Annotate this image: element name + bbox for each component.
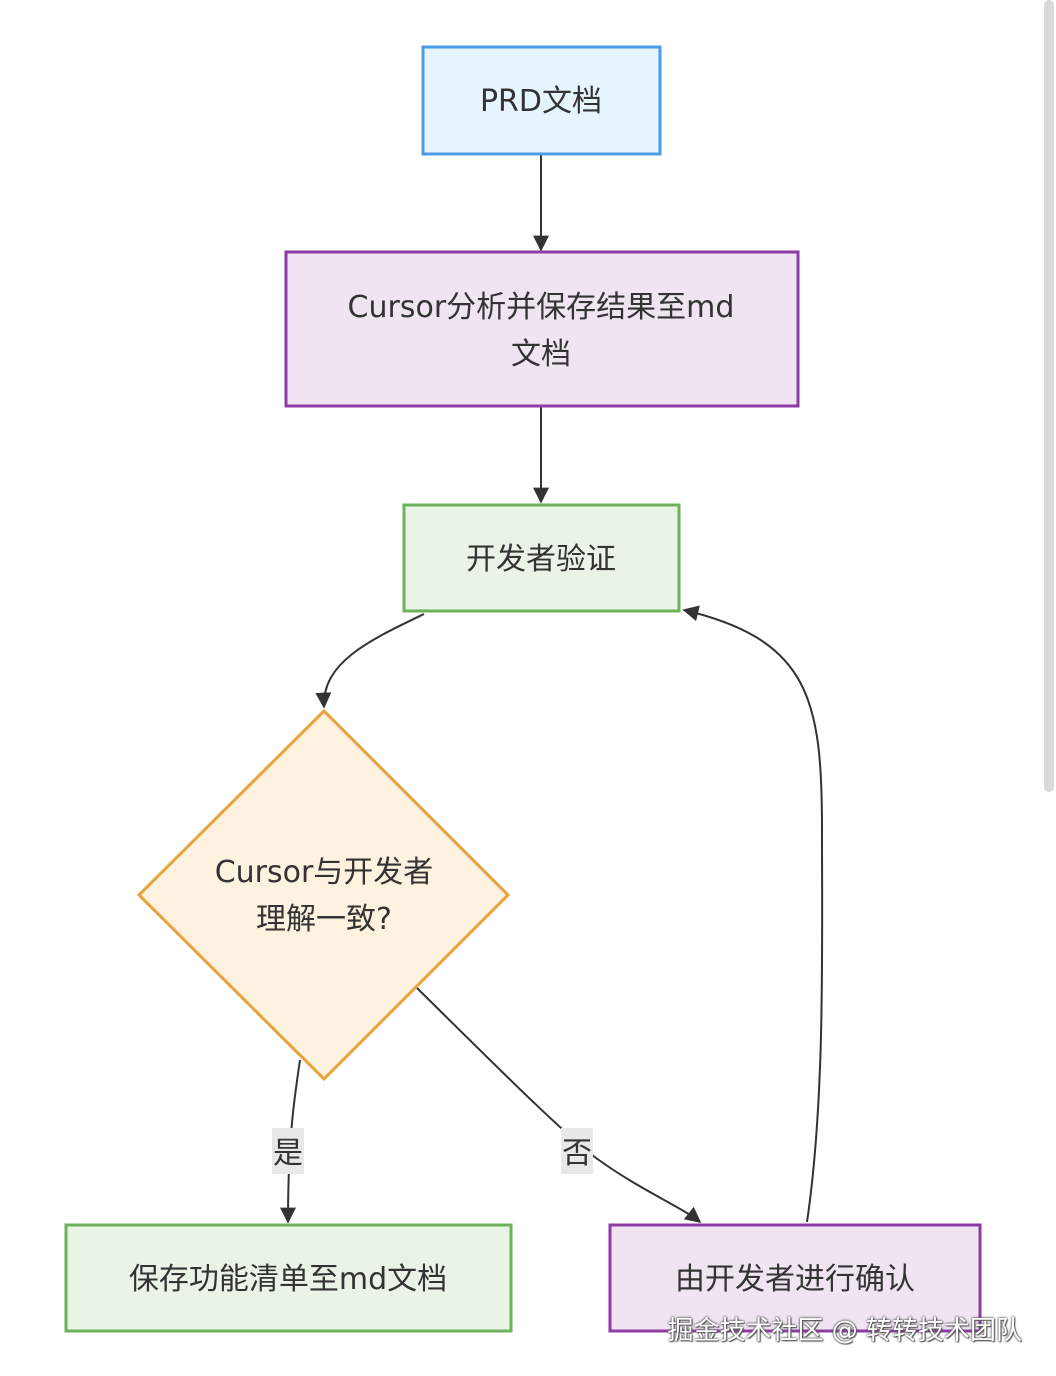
edge-label-no: 否: [561, 1128, 593, 1174]
edge-label-yes: 是: [272, 1128, 304, 1174]
node-developer-confirm-label: 由开发者进行确认: [675, 1262, 915, 1297]
node-cursor-analyze-line2: 文档: [511, 337, 571, 372]
node-decision: Cursor与开发者 理解一致?: [136, 708, 511, 1082]
watermark: 掘金技术社区 @ 转转技术团队: [667, 1316, 1022, 1346]
scrollbar-thumb[interactable]: [1044, 0, 1054, 792]
node-decision-line1: Cursor与开发者: [215, 855, 434, 890]
edge-confirm-to-verify: [682, 605, 824, 1223]
node-save-feature-list-label: 保存功能清单至md文档: [129, 1262, 447, 1297]
node-developer-verify: 开发者验证: [402, 503, 681, 613]
node-cursor-analyze-line1: Cursor分析并保存结果至md: [348, 290, 735, 325]
node-prd-doc: PRD文档: [421, 45, 662, 156]
edge-label-no-text: 否: [562, 1136, 592, 1171]
node-prd-doc-label: PRD文档: [480, 84, 602, 119]
node-cursor-analyze: Cursor分析并保存结果至md 文档: [284, 250, 800, 408]
edge-verify-to-decision: [315, 613, 425, 709]
edge-decision-no: [416, 987, 702, 1223]
node-decision-line2: 理解一致?: [256, 902, 392, 937]
edge-label-yes-text: 是: [273, 1136, 303, 1171]
node-save-feature-list: 保存功能清单至md文档: [64, 1223, 513, 1333]
edge-decision-yes: [280, 1059, 301, 1224]
scrollbar[interactable]: [1042, 0, 1056, 1376]
node-developer-confirm: 由开发者进行确认: [608, 1223, 982, 1333]
node-developer-verify-label: 开发者验证: [466, 542, 616, 577]
